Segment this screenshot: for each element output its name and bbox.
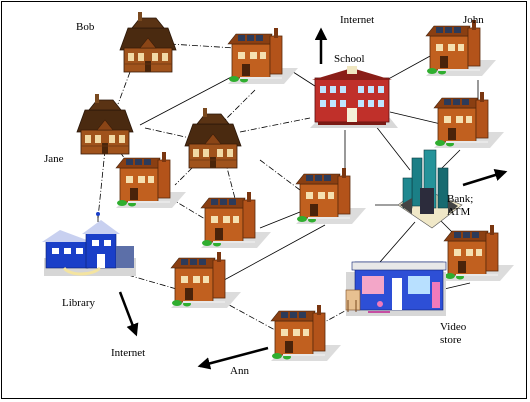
link-mid-row2 (259, 209, 306, 229)
row-house-icon (443, 224, 515, 282)
row-house-icon (433, 91, 505, 149)
arrow-library-internet (118, 291, 139, 337)
link-library-row3 (127, 274, 181, 291)
link-school-bank (374, 124, 411, 171)
link-center-school (239, 117, 311, 133)
link-bank-video (379, 221, 416, 263)
row-house-icon (295, 167, 367, 225)
label-video-store: Video store (440, 321, 467, 346)
link-jane-row1 (119, 151, 141, 181)
row-house-icon (227, 27, 299, 85)
label-school: School (334, 53, 365, 65)
link-house-center (224, 89, 256, 121)
library-icon (42, 212, 136, 276)
school-icon (310, 66, 398, 128)
video-store-icon (345, 261, 447, 316)
row-house-icon (200, 191, 272, 249)
label-john: John (463, 14, 484, 26)
row-house-icon (425, 19, 497, 77)
row-house-icon (115, 151, 187, 209)
row-house-icon (170, 251, 242, 309)
label-bank-atm: Bank; ATM (447, 193, 474, 218)
bank-towers-icon (397, 149, 463, 229)
link-jane-house (139, 74, 236, 126)
wood-house-icon (119, 11, 177, 73)
arrow-ann-internet (197, 346, 269, 370)
label-jane: Jane (44, 153, 64, 165)
link-bob-house (169, 43, 236, 49)
label-bob: Bob (76, 21, 95, 33)
label-internet-bottom: Internet (111, 347, 146, 359)
link-jane-library (97, 149, 106, 219)
link-row3-ann (219, 299, 276, 331)
link-row1-row2 (169, 197, 211, 223)
wood-house-icon (76, 93, 134, 155)
link-bob-jane (117, 71, 131, 105)
arrow-bank-out (462, 168, 508, 187)
row-house-icon (270, 304, 342, 362)
label-internet-top: Internet (340, 14, 375, 26)
link-row-bank (439, 149, 461, 171)
label-ann: Ann (230, 365, 249, 377)
link-mid-row3 (214, 224, 326, 286)
link-jane-center (144, 127, 191, 139)
link-center-mid (259, 159, 301, 191)
label-library: Library (62, 297, 95, 309)
wood-house-icon (184, 107, 242, 169)
link-school-row (389, 111, 446, 126)
link-house-school (289, 69, 319, 89)
